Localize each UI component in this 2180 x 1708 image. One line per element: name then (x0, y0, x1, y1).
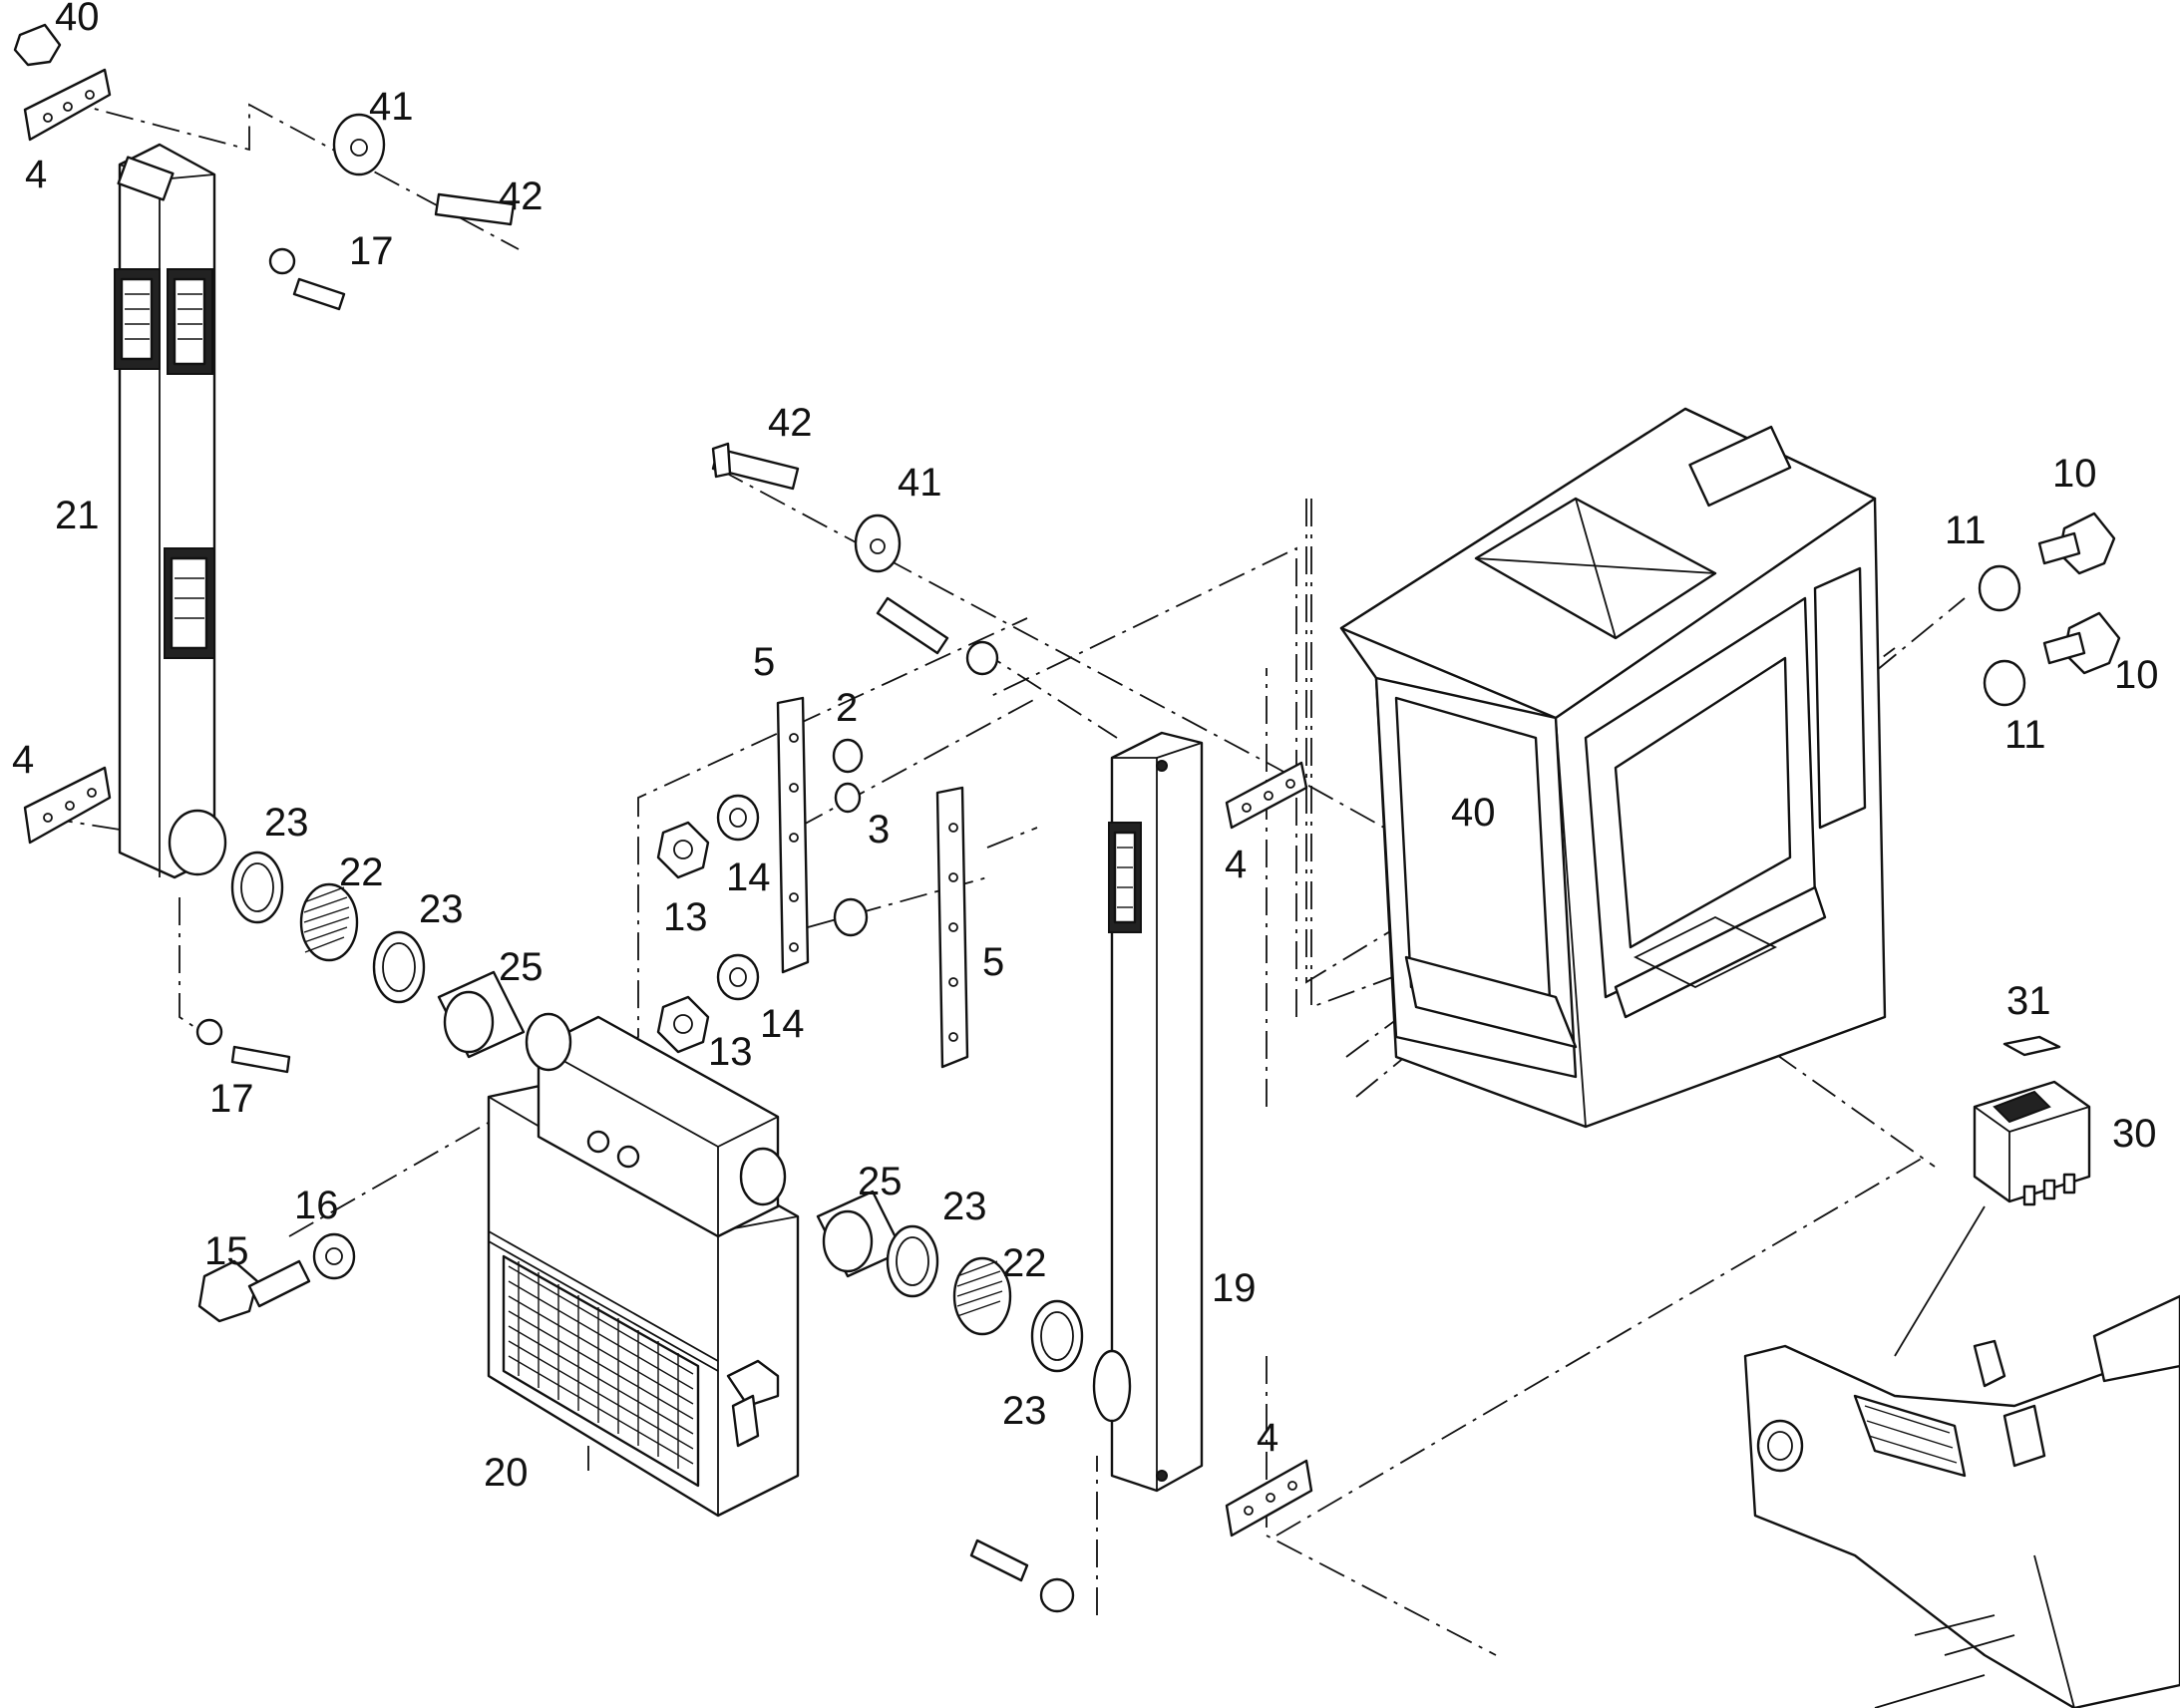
flexible-hose-right (952, 1256, 1012, 1336)
rear-heater-duct (114, 143, 227, 879)
callout-31: 31 (2006, 979, 2051, 1023)
air-vent-lower (164, 547, 215, 659)
callout-22-b: 22 (1002, 1241, 1047, 1285)
callout-40-top-left: 40 (55, 0, 100, 39)
connecting-pipe-left (437, 970, 526, 1059)
hex-nut (656, 821, 710, 1054)
mounting-plate-center (1225, 761, 1308, 830)
console-leader (1894, 1205, 1986, 1357)
control-console (1743, 1294, 2180, 1708)
callout-3: 3 (868, 808, 890, 852)
callout-4-mid-left: 4 (12, 738, 34, 782)
callout-23-a: 23 (264, 801, 309, 845)
callout-10-bottom: 10 (2114, 653, 2159, 697)
callout-2: 2 (836, 686, 858, 730)
operator-cab (1339, 407, 1887, 1129)
callout-14-a: 14 (726, 855, 771, 899)
switch-label (2002, 1035, 2061, 1057)
connecting-pipe-right (816, 1190, 905, 1278)
callout-17-bottom: 17 (209, 1077, 254, 1121)
callout-23-b: 23 (419, 887, 464, 931)
callout-41-mid: 41 (898, 461, 942, 505)
callout-23-c: 23 (942, 1185, 987, 1228)
connecting-strip-left (776, 696, 810, 974)
callout-13-a: 13 (663, 895, 708, 939)
callout-5-b: 5 (982, 940, 1004, 984)
callout-30: 30 (2112, 1112, 2157, 1156)
flexible-hose-left (299, 882, 359, 962)
hose-clamp-right-a (886, 1224, 939, 1298)
callout-23-d: 23 (1002, 1389, 1047, 1433)
air-vent-upper-left (114, 268, 161, 370)
mounting-plate-mid-left (23, 766, 112, 845)
callout-40-center: 40 (1451, 791, 1496, 835)
mounting-plate-top-left (23, 68, 112, 142)
callout-25-b: 25 (858, 1160, 903, 1203)
callout-16: 16 (294, 1184, 339, 1227)
hose-clamp-right-b (1030, 1299, 1084, 1373)
callout-13-b: 13 (708, 1030, 753, 1074)
callout-4-bottom: 4 (1257, 1416, 1278, 1460)
heater-grille (502, 1254, 700, 1488)
front-heater-duct (1092, 731, 1204, 1493)
rocker-switch (1973, 1080, 2091, 1206)
callout-labels: 40 4 41 42 17 21 4 23 22 23 17 25 15 16 … (12, 0, 2159, 1495)
callout-5-a: 5 (753, 640, 775, 684)
hose-clamp-left-b (372, 930, 426, 1004)
callout-25-a: 25 (499, 945, 544, 989)
callout-11-top: 11 (1945, 509, 1987, 552)
callout-42-mid: 42 (768, 401, 813, 445)
callout-15: 15 (204, 1229, 249, 1273)
callout-20: 20 (484, 1451, 529, 1495)
callout-42-top: 42 (499, 174, 544, 218)
callout-10-top: 10 (2052, 452, 2097, 496)
connecting-strip-right (935, 786, 969, 1069)
callout-11-bottom: 11 (2004, 713, 2046, 757)
callout-17-top: 17 (349, 229, 394, 273)
callout-19: 19 (1212, 1266, 1257, 1310)
heater-unit (487, 1012, 800, 1518)
callout-21: 21 (55, 494, 100, 537)
callout-14-b: 14 (760, 1002, 805, 1046)
callout-22-a: 22 (339, 851, 384, 894)
callout-41-top: 41 (369, 85, 414, 129)
callout-4-center: 4 (1225, 843, 1247, 886)
hose-clamp-left-a (230, 851, 284, 924)
mounting-plate-bottom (1225, 1459, 1313, 1537)
callout-4-top-left: 4 (25, 153, 47, 196)
washer (195, 113, 2026, 1613)
air-vent-upper-right (167, 268, 213, 375)
bushing (832, 738, 869, 937)
